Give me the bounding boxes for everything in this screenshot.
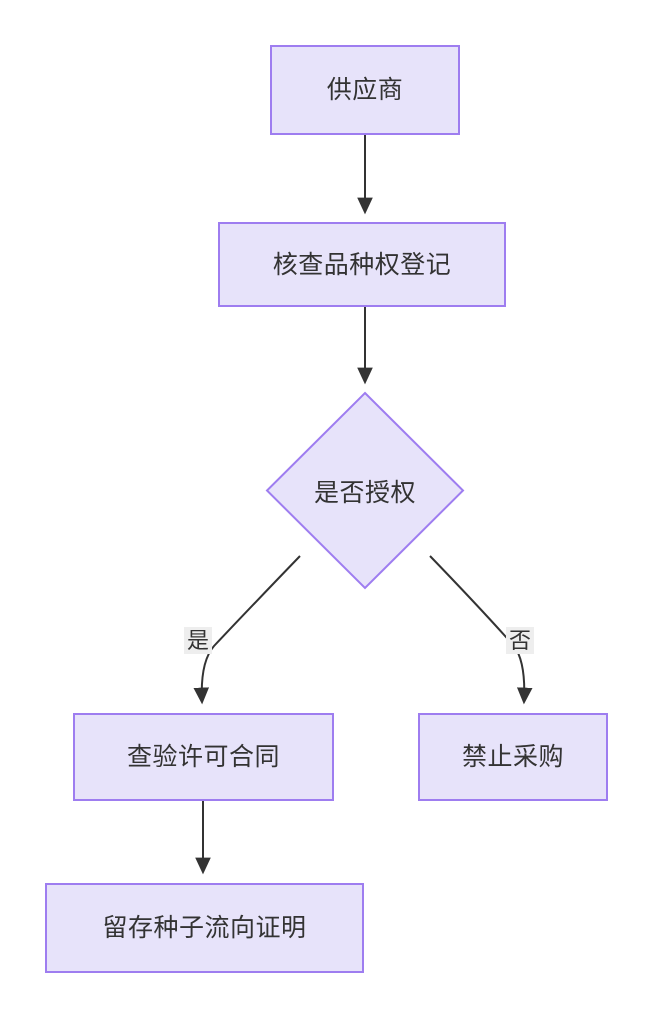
node-authorized-label: 是否授权 xyxy=(313,478,416,507)
node-check-registry-label: 核查品种权登记 xyxy=(272,250,452,279)
node-check-contract-label: 查验许可合同 xyxy=(126,743,280,771)
edge-label-no: 否 xyxy=(506,627,535,655)
node-authorized[interactable]: 是否授权 xyxy=(265,391,465,590)
node-keep-proof[interactable]: 留存种子流向证明 xyxy=(45,883,364,973)
edge-label-yes: 是 xyxy=(184,627,213,655)
node-keep-proof-label: 留存种子流向证明 xyxy=(102,914,307,942)
node-check-registry[interactable]: 核查品种权登记 xyxy=(218,222,506,307)
node-forbid-purchase-label: 禁止采购 xyxy=(461,743,564,771)
node-forbid-purchase[interactable]: 禁止采购 xyxy=(418,713,608,801)
node-check-contract[interactable]: 查验许可合同 xyxy=(73,713,334,801)
node-supplier[interactable]: 供应商 xyxy=(270,45,460,135)
diamond-shape xyxy=(265,391,465,590)
node-supplier-label: 供应商 xyxy=(326,76,404,104)
